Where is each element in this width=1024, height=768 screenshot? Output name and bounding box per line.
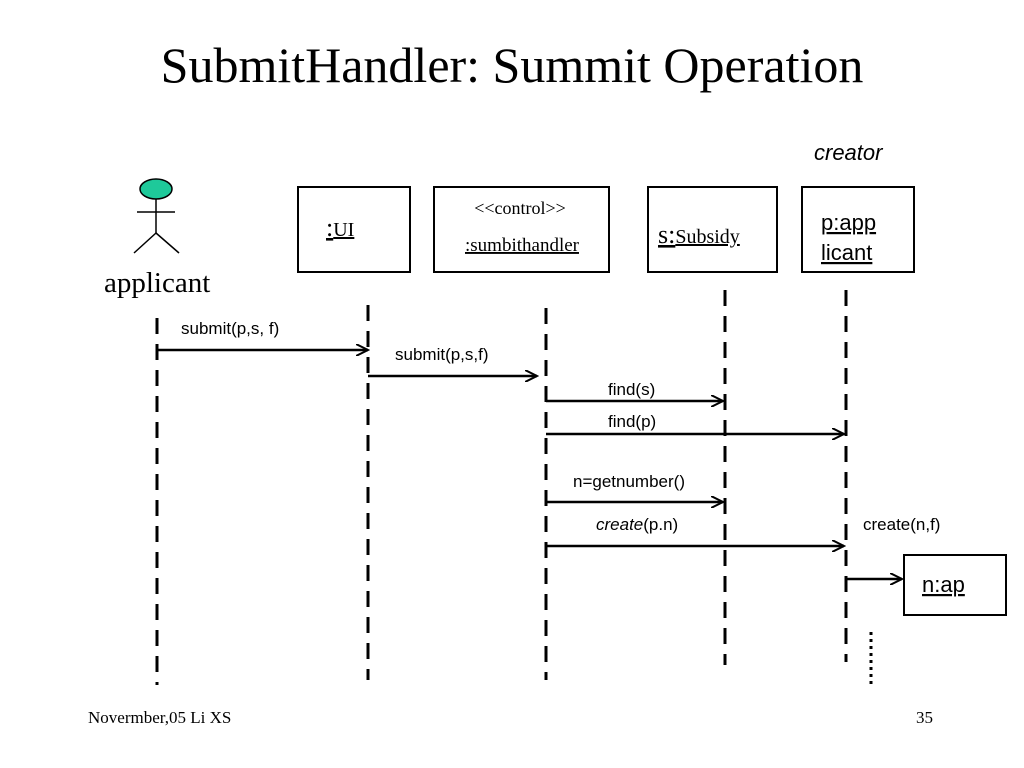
- message-label-7: create(n,f): [863, 515, 940, 534]
- page-number: 35: [916, 708, 933, 727]
- message-label-3: find(s): [608, 380, 655, 399]
- new-object-box: [903, 554, 1007, 616]
- actor-left-leg: [133, 232, 157, 254]
- slide-title: SubmitHandler: Summit Operation: [160, 37, 864, 93]
- message-label-5: n=getnumber(): [573, 472, 685, 491]
- actor-right-leg: [155, 232, 180, 254]
- ui-object-prefix: :: [326, 213, 333, 242]
- applicant-actor: [133, 178, 180, 254]
- actor-label: applicant: [104, 267, 210, 299]
- message-label-2: submit(p,s,f): [395, 345, 489, 364]
- subsidy-object-prefix: s:: [658, 220, 675, 249]
- ui-object-label: :UI: [326, 213, 354, 242]
- message-label-4: find(p): [608, 412, 656, 431]
- ui-object-box: [297, 186, 411, 273]
- creator-label: creator: [814, 140, 884, 165]
- handler-object-box: [433, 186, 610, 273]
- applicant-object-box: [801, 186, 915, 273]
- message-label-6: create(p.n): [596, 515, 678, 534]
- message-label-6-rest: (p.n): [643, 515, 678, 534]
- new-object-name: n:ap: [922, 572, 965, 597]
- actor-head: [139, 178, 173, 200]
- message-label-6-italic: create: [596, 515, 643, 534]
- handler-stereotype: <<control>>: [474, 198, 566, 218]
- applicant-object-line1: p:app: [821, 210, 876, 235]
- subsidy-object-name: Subsidy: [675, 226, 739, 248]
- footer-author-date: Novermber,05 Li XS: [88, 708, 232, 727]
- subsidy-object-box: [647, 186, 778, 273]
- handler-object-name: :sumbithandler: [465, 235, 580, 256]
- applicant-object-line2: licant: [821, 240, 872, 265]
- ui-object-name: UI: [333, 219, 354, 241]
- message-label-1: submit(p,s, f): [181, 319, 279, 338]
- subsidy-object-label: s:Subsidy: [658, 220, 740, 249]
